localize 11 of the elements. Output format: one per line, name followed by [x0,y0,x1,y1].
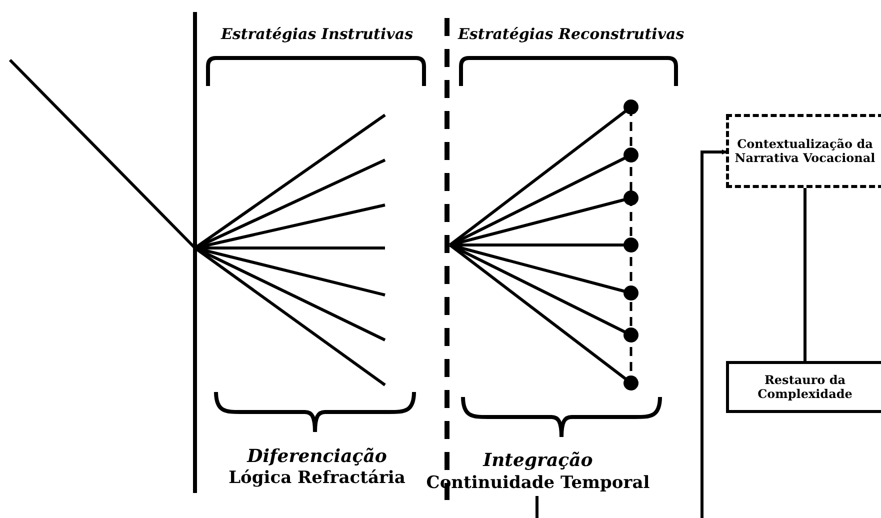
stage-subtitle: Lógica Refractária [228,468,406,488]
stage-title: Diferenciação [247,446,387,467]
process-box: Contextualização da Narrativa Vocacional [726,114,881,188]
connector-line [804,188,806,361]
arrow [700,150,726,518]
process-box: Restauro da Complexidade [726,361,881,413]
stage-title: Integração [483,450,593,472]
section-heading: Estratégias Reconstrutivas [458,25,684,43]
connector-line [536,496,538,518]
section-heading: Estratégias Instrutivas [220,25,414,43]
stage-subtitle: Continuidade Temporal [426,472,650,494]
